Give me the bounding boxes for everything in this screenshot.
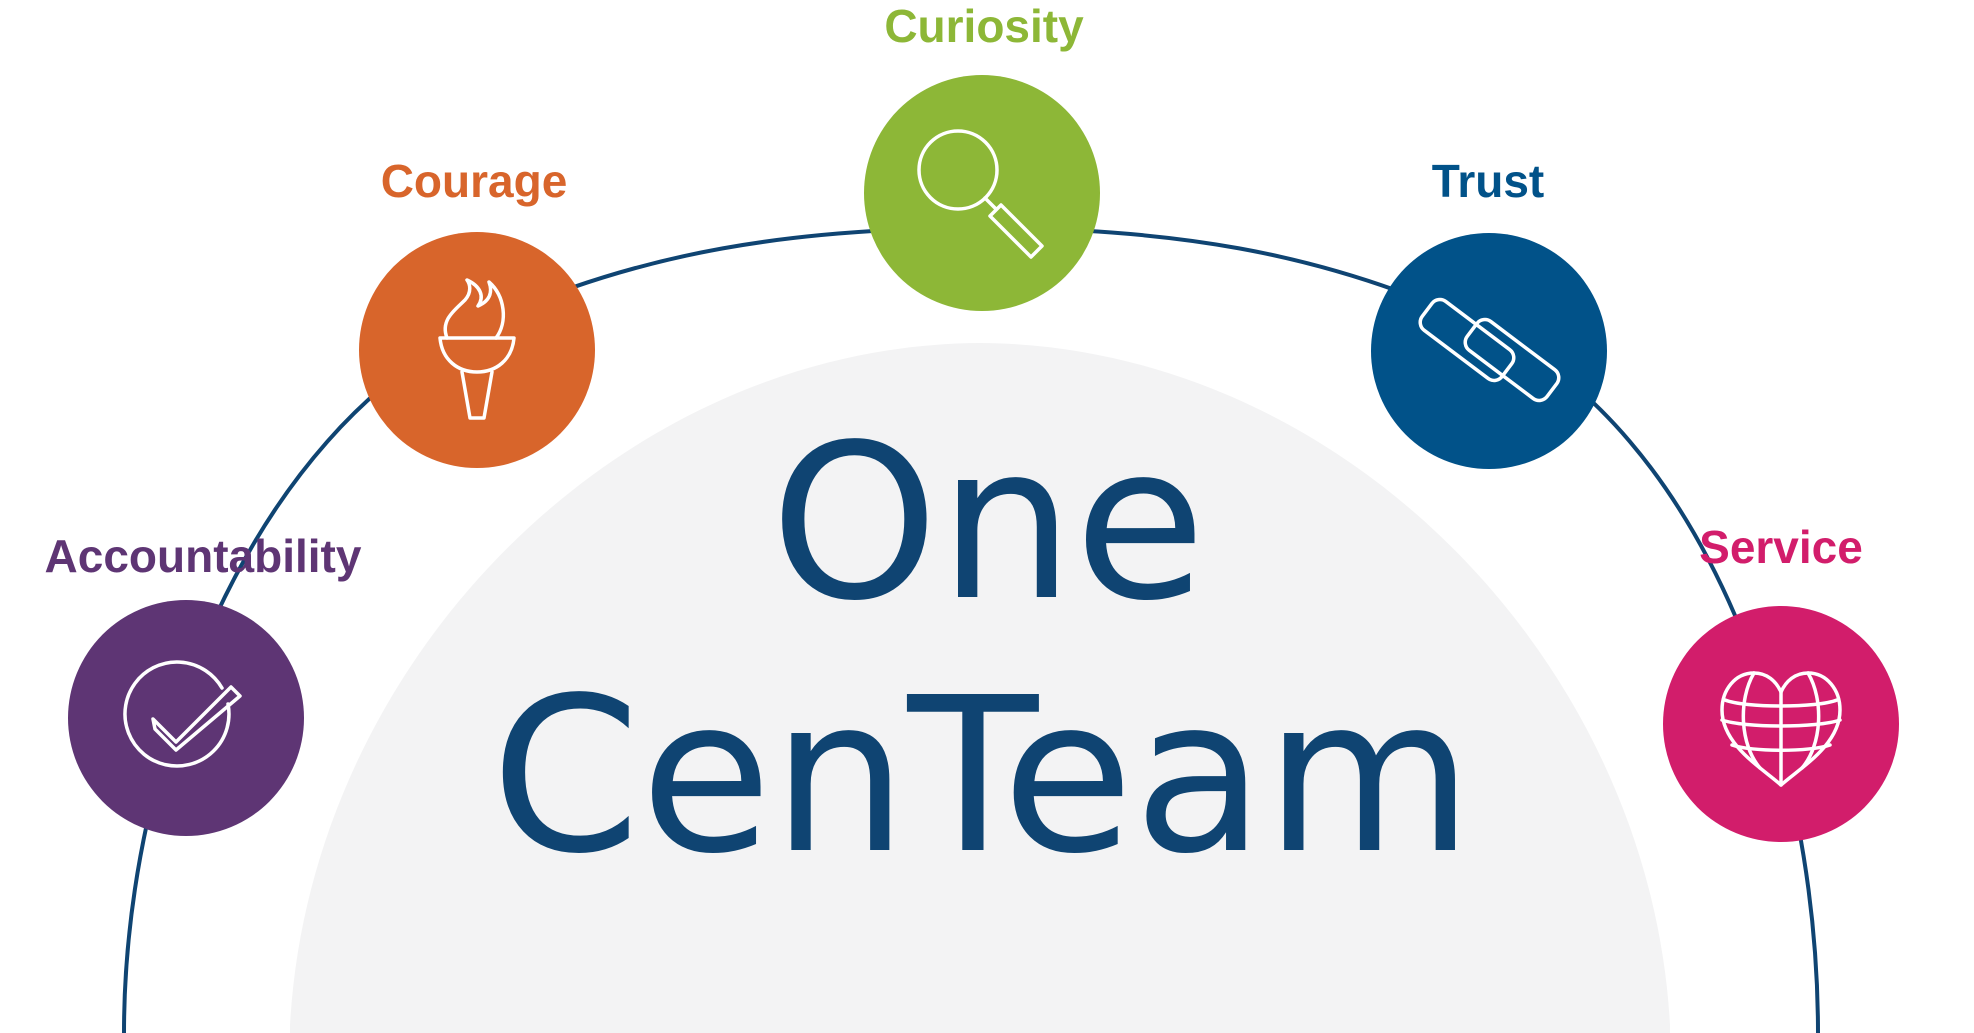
value-circle-courage [359,232,595,468]
magnifying-glass-icon [917,129,1044,259]
globe-heart-icon [1720,671,1842,787]
value-service: Service [1663,521,1899,842]
value-circle-trust [1371,233,1607,469]
title-line-one: One [770,399,1206,648]
value-label-trust: Trust [1432,155,1544,207]
check-circle-icon [123,660,242,768]
value-label-curiosity: Curiosity [884,0,1084,52]
center-dome [290,343,1670,1033]
value-courage: Courage [359,155,595,468]
value-circle-curiosity [864,75,1100,311]
value-trust: Trust [1371,155,1607,469]
value-label-courage: Courage [381,155,568,207]
value-circle-accountability [68,600,304,836]
value-label-accountability: Accountability [45,530,362,582]
value-accountability: Accountability [45,530,362,836]
value-label-service: Service [1699,521,1863,573]
chain-link-icon [1418,297,1561,403]
torch-icon [438,278,516,420]
title-line-centeam: CenTeam [491,652,1473,901]
value-curiosity: Curiosity [864,0,1100,311]
